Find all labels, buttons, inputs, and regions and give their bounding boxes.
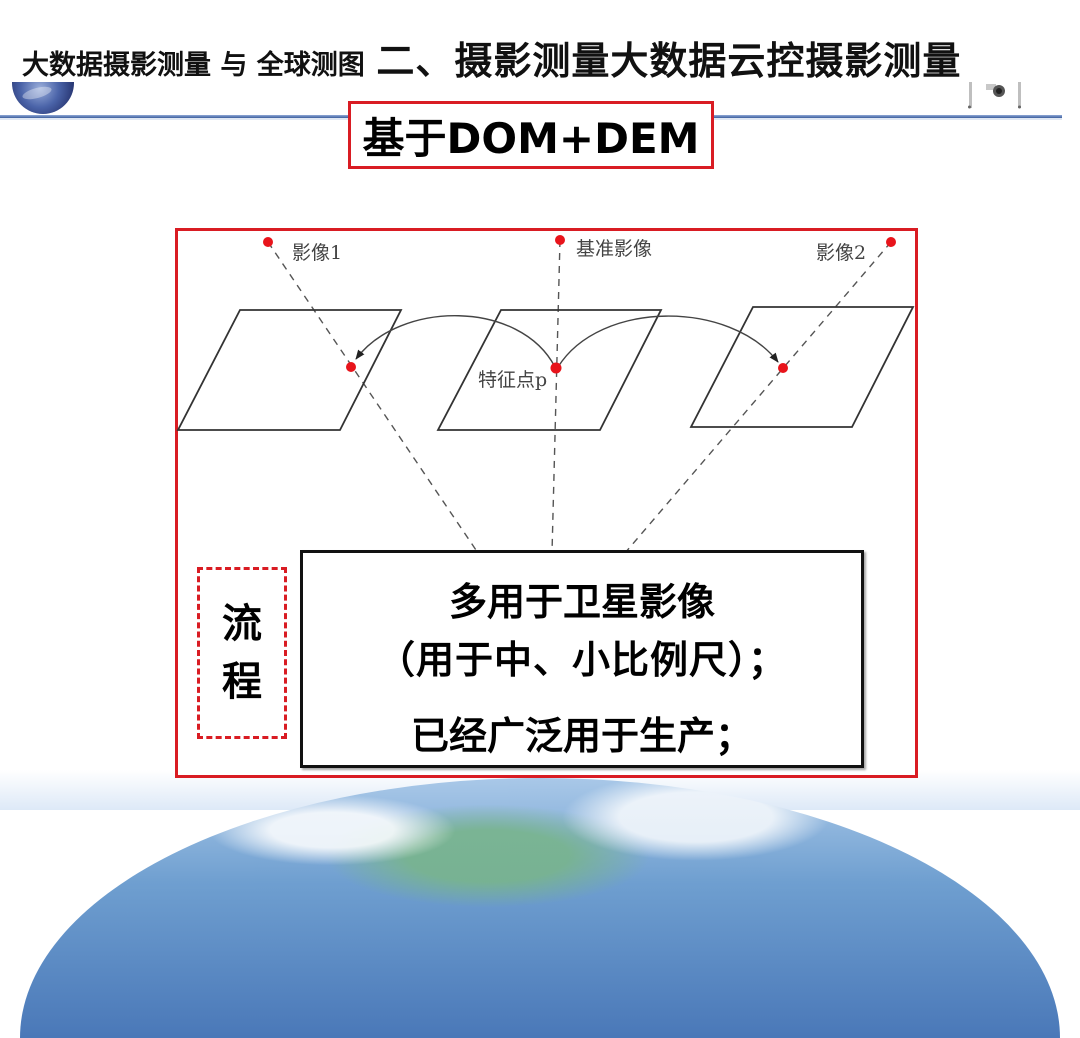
notes-box: 多用于卫星影像 （用于中、小比例尺）； 已经广泛用于生产； [300, 550, 864, 768]
matching-diagram [176, 235, 915, 554]
feature-point-p [550, 362, 562, 374]
label-feature-point: 特征点p [478, 369, 548, 391]
flow-label-box: 流 程 [197, 567, 287, 739]
points [263, 235, 896, 374]
image2-plane [689, 306, 915, 428]
section-heading: 基于DOM+DEM [348, 101, 714, 169]
label-reference-image: 基准影像 [576, 238, 653, 260]
matching-arcs [355, 315, 779, 368]
slide-header: 大数据摄影测量 与 全球测图 二、摄影测量大数据云控摄影测量 [22, 30, 961, 85]
image-planes [176, 306, 915, 431]
camera-center-reference [555, 235, 565, 245]
header-subtitle: 大数据摄影测量 与 全球测图 [22, 50, 365, 81]
image1-plane [176, 309, 403, 431]
globe-background-icon [20, 778, 1060, 1038]
projection-rays [267, 239, 892, 554]
match-point-2 [778, 363, 788, 373]
flow-char-1: 流 [222, 601, 262, 647]
camera-center-1 [263, 237, 273, 247]
slide-title: 二、摄影测量大数据云控摄影测量 [376, 39, 962, 83]
drone-icon [968, 82, 1021, 109]
note-line-1: 多用于卫星影像 [448, 580, 715, 624]
flow-char-2: 程 [222, 659, 262, 705]
note-line-3: 已经广泛用于生产； [410, 714, 753, 758]
camera-center-2 [886, 237, 896, 247]
match-point-1 [346, 362, 356, 372]
reference-image-plane [436, 309, 663, 431]
note-line-2: （用于中、小比例尺）； [376, 638, 787, 682]
label-image1: 影像1 [292, 242, 343, 264]
label-image2: 影像2 [816, 242, 867, 264]
